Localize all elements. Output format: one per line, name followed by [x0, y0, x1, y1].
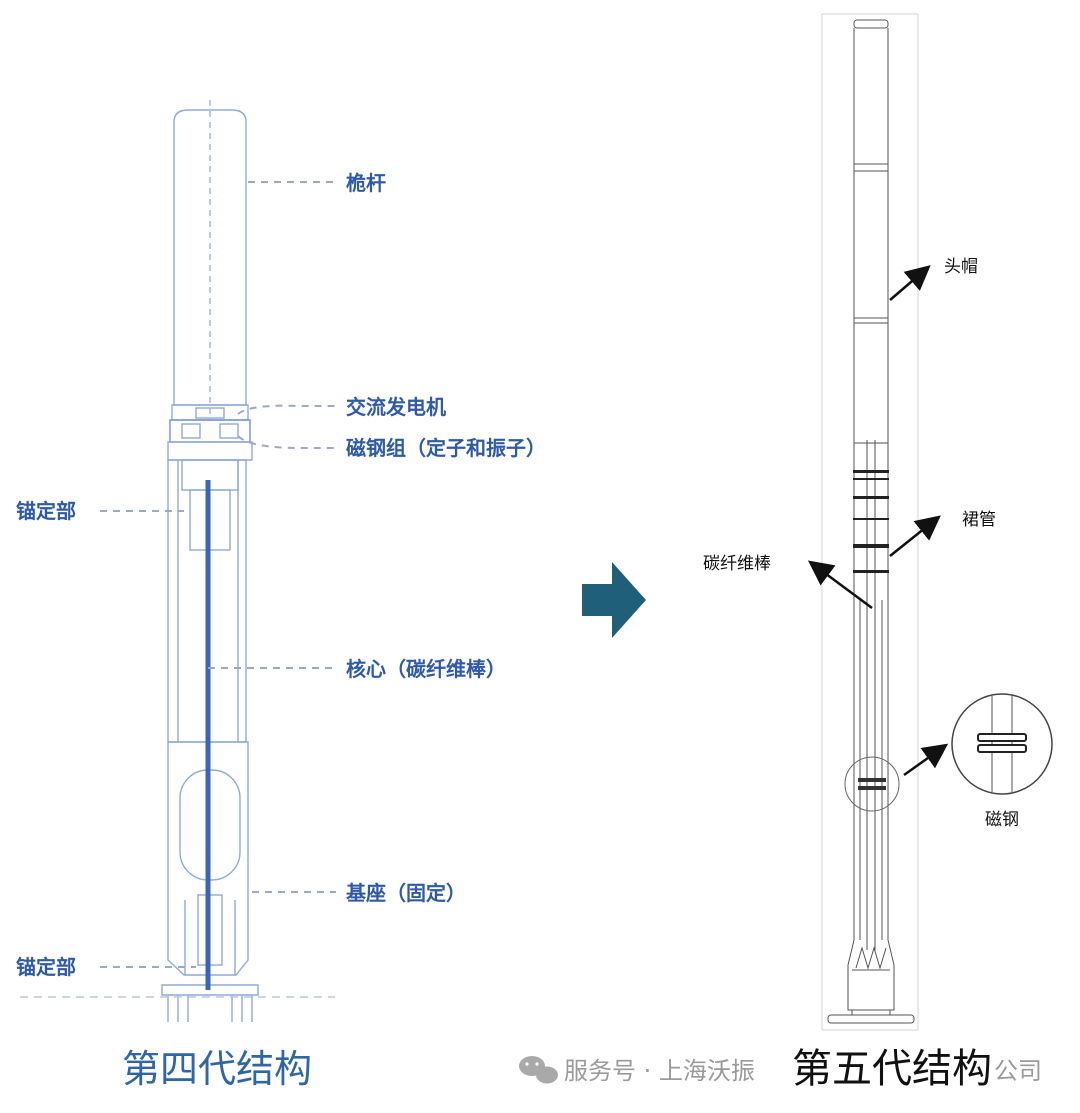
label-carbon-rod: 碳纤维棒: [703, 554, 771, 574]
skirt-tube-rings: [853, 470, 889, 573]
magnet-small: [844, 756, 900, 812]
label-mast: 桅杆: [346, 171, 386, 195]
label-skirt-tube: 裙管: [962, 510, 996, 530]
caption-fourth-gen: 第四代结构: [122, 1047, 312, 1091]
wechat-icon: [519, 1056, 558, 1084]
caption-fifth-gen: 第五代结构: [792, 1046, 992, 1092]
fifth-gen-frame: [821, 13, 919, 1031]
label-magnet-group: 磁钢组（定子和振子）: [346, 436, 546, 460]
watermark-tail: 公司: [994, 1057, 1042, 1085]
label-alternator: 交流发电机: [346, 395, 446, 419]
fifth-gen-structure-drawing: [827, 19, 915, 1024]
label-base: 基座（固定）: [346, 881, 466, 905]
watermark-text: 服务号 · 上海沃振: [564, 1057, 755, 1085]
label-anchor-top: 锚定部: [16, 499, 76, 523]
label-magnet: 磁钢: [985, 810, 1019, 830]
leader-lines-left: [100, 181, 336, 968]
label-cap: 头帽: [944, 257, 978, 277]
watermark: 服务号 · 上海沃振 公司: [519, 1056, 1042, 1085]
pointer-arrows-right: [807, 265, 949, 777]
fourth-gen-structure-drawing: [20, 100, 335, 1022]
transition-arrow-icon: [582, 562, 646, 638]
magnet-zoom-view: [951, 693, 1053, 795]
label-anchor-bottom: 锚定部: [16, 955, 76, 979]
label-core: 核心（碳纤维棒）: [346, 657, 506, 681]
